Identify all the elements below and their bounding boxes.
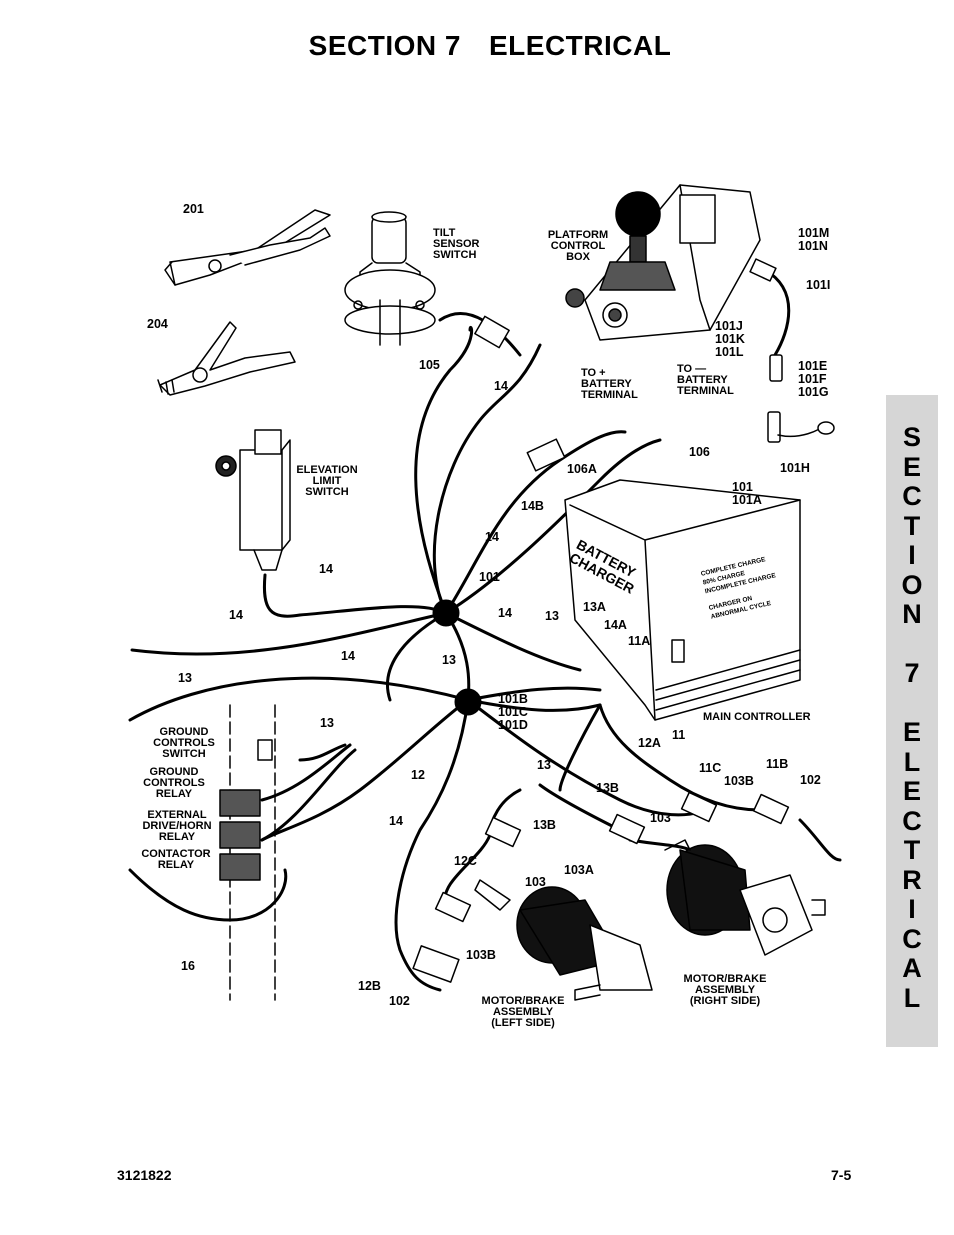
label-14-elev: 14 bbox=[319, 562, 333, 576]
label-14-mid: 14 bbox=[485, 530, 499, 544]
platform-control-box-icon bbox=[565, 184, 761, 341]
label-14-center: 14 bbox=[498, 606, 512, 620]
document-number: 3121822 bbox=[117, 1167, 172, 1183]
label-13-left: 13 bbox=[178, 671, 192, 685]
crimp-tool-icon bbox=[164, 209, 331, 286]
label-14-ground: 14 bbox=[389, 814, 403, 828]
label-11b: 11B bbox=[766, 757, 789, 771]
label-103b-left: 103B bbox=[466, 948, 496, 962]
label-13-motor: 13 bbox=[537, 758, 551, 772]
label-106a: 106A bbox=[567, 462, 597, 476]
section-title: ELECTRICAL bbox=[488, 30, 672, 61]
battery-charger-icon bbox=[564, 479, 801, 721]
page-number: 7-5 bbox=[831, 1167, 852, 1183]
label-103a: 103A bbox=[564, 863, 594, 877]
label-12b: 12B bbox=[358, 979, 381, 993]
label-14-lower: 14 bbox=[341, 649, 355, 663]
label-12c: 12C bbox=[454, 854, 477, 868]
label-201: 201 bbox=[183, 202, 204, 216]
page-title: SECTION 7 ELECTRICAL bbox=[0, 30, 954, 62]
label-103-right: 103 bbox=[650, 811, 671, 825]
label-14a: 14A bbox=[604, 618, 627, 632]
left-motor-brake-icon bbox=[474, 879, 653, 1001]
ground-controls-post-icon bbox=[219, 704, 276, 1001]
label-11c: 11C bbox=[699, 761, 722, 775]
section-number: SECTION 7 bbox=[308, 30, 461, 61]
label-14b: 14B bbox=[521, 499, 544, 513]
label-13a: 13A bbox=[583, 600, 606, 614]
label-16: 16 bbox=[181, 959, 195, 973]
label-13-ground: 13 bbox=[320, 716, 334, 730]
label-11: 11 bbox=[672, 728, 686, 742]
wire-stripper-icon bbox=[157, 321, 296, 396]
label-101-charger: 101 bbox=[479, 570, 500, 584]
label-105: 105 bbox=[419, 358, 440, 372]
label-14-top: 14 bbox=[494, 379, 508, 393]
label-12: 12 bbox=[411, 768, 425, 782]
label-101i: 101I bbox=[806, 278, 831, 292]
label-11a: 11A bbox=[628, 634, 651, 648]
label-13b-upper: 13B bbox=[596, 781, 619, 795]
label-102-left: 102 bbox=[389, 994, 410, 1008]
label-13b-lower: 13B bbox=[533, 818, 556, 832]
label-13-charger: 13 bbox=[545, 609, 559, 623]
label-12a: 12A bbox=[638, 736, 661, 750]
elevation-limit-switch-icon bbox=[215, 429, 291, 571]
label-101h: 101H bbox=[780, 461, 810, 475]
label-102-right: 102 bbox=[800, 773, 821, 787]
tilt-sensor-icon bbox=[344, 211, 436, 346]
label-103b-right: 103B bbox=[724, 774, 754, 788]
label-14-left: 14 bbox=[229, 608, 243, 622]
label-103-left: 103 bbox=[525, 875, 546, 889]
label-106: 106 bbox=[689, 445, 710, 459]
label-13-center: 13 bbox=[442, 653, 456, 667]
label-204: 204 bbox=[147, 317, 168, 331]
main-controller-label: MAIN CONTROLLER bbox=[703, 711, 811, 723]
right-motor-brake-icon bbox=[664, 839, 826, 956]
